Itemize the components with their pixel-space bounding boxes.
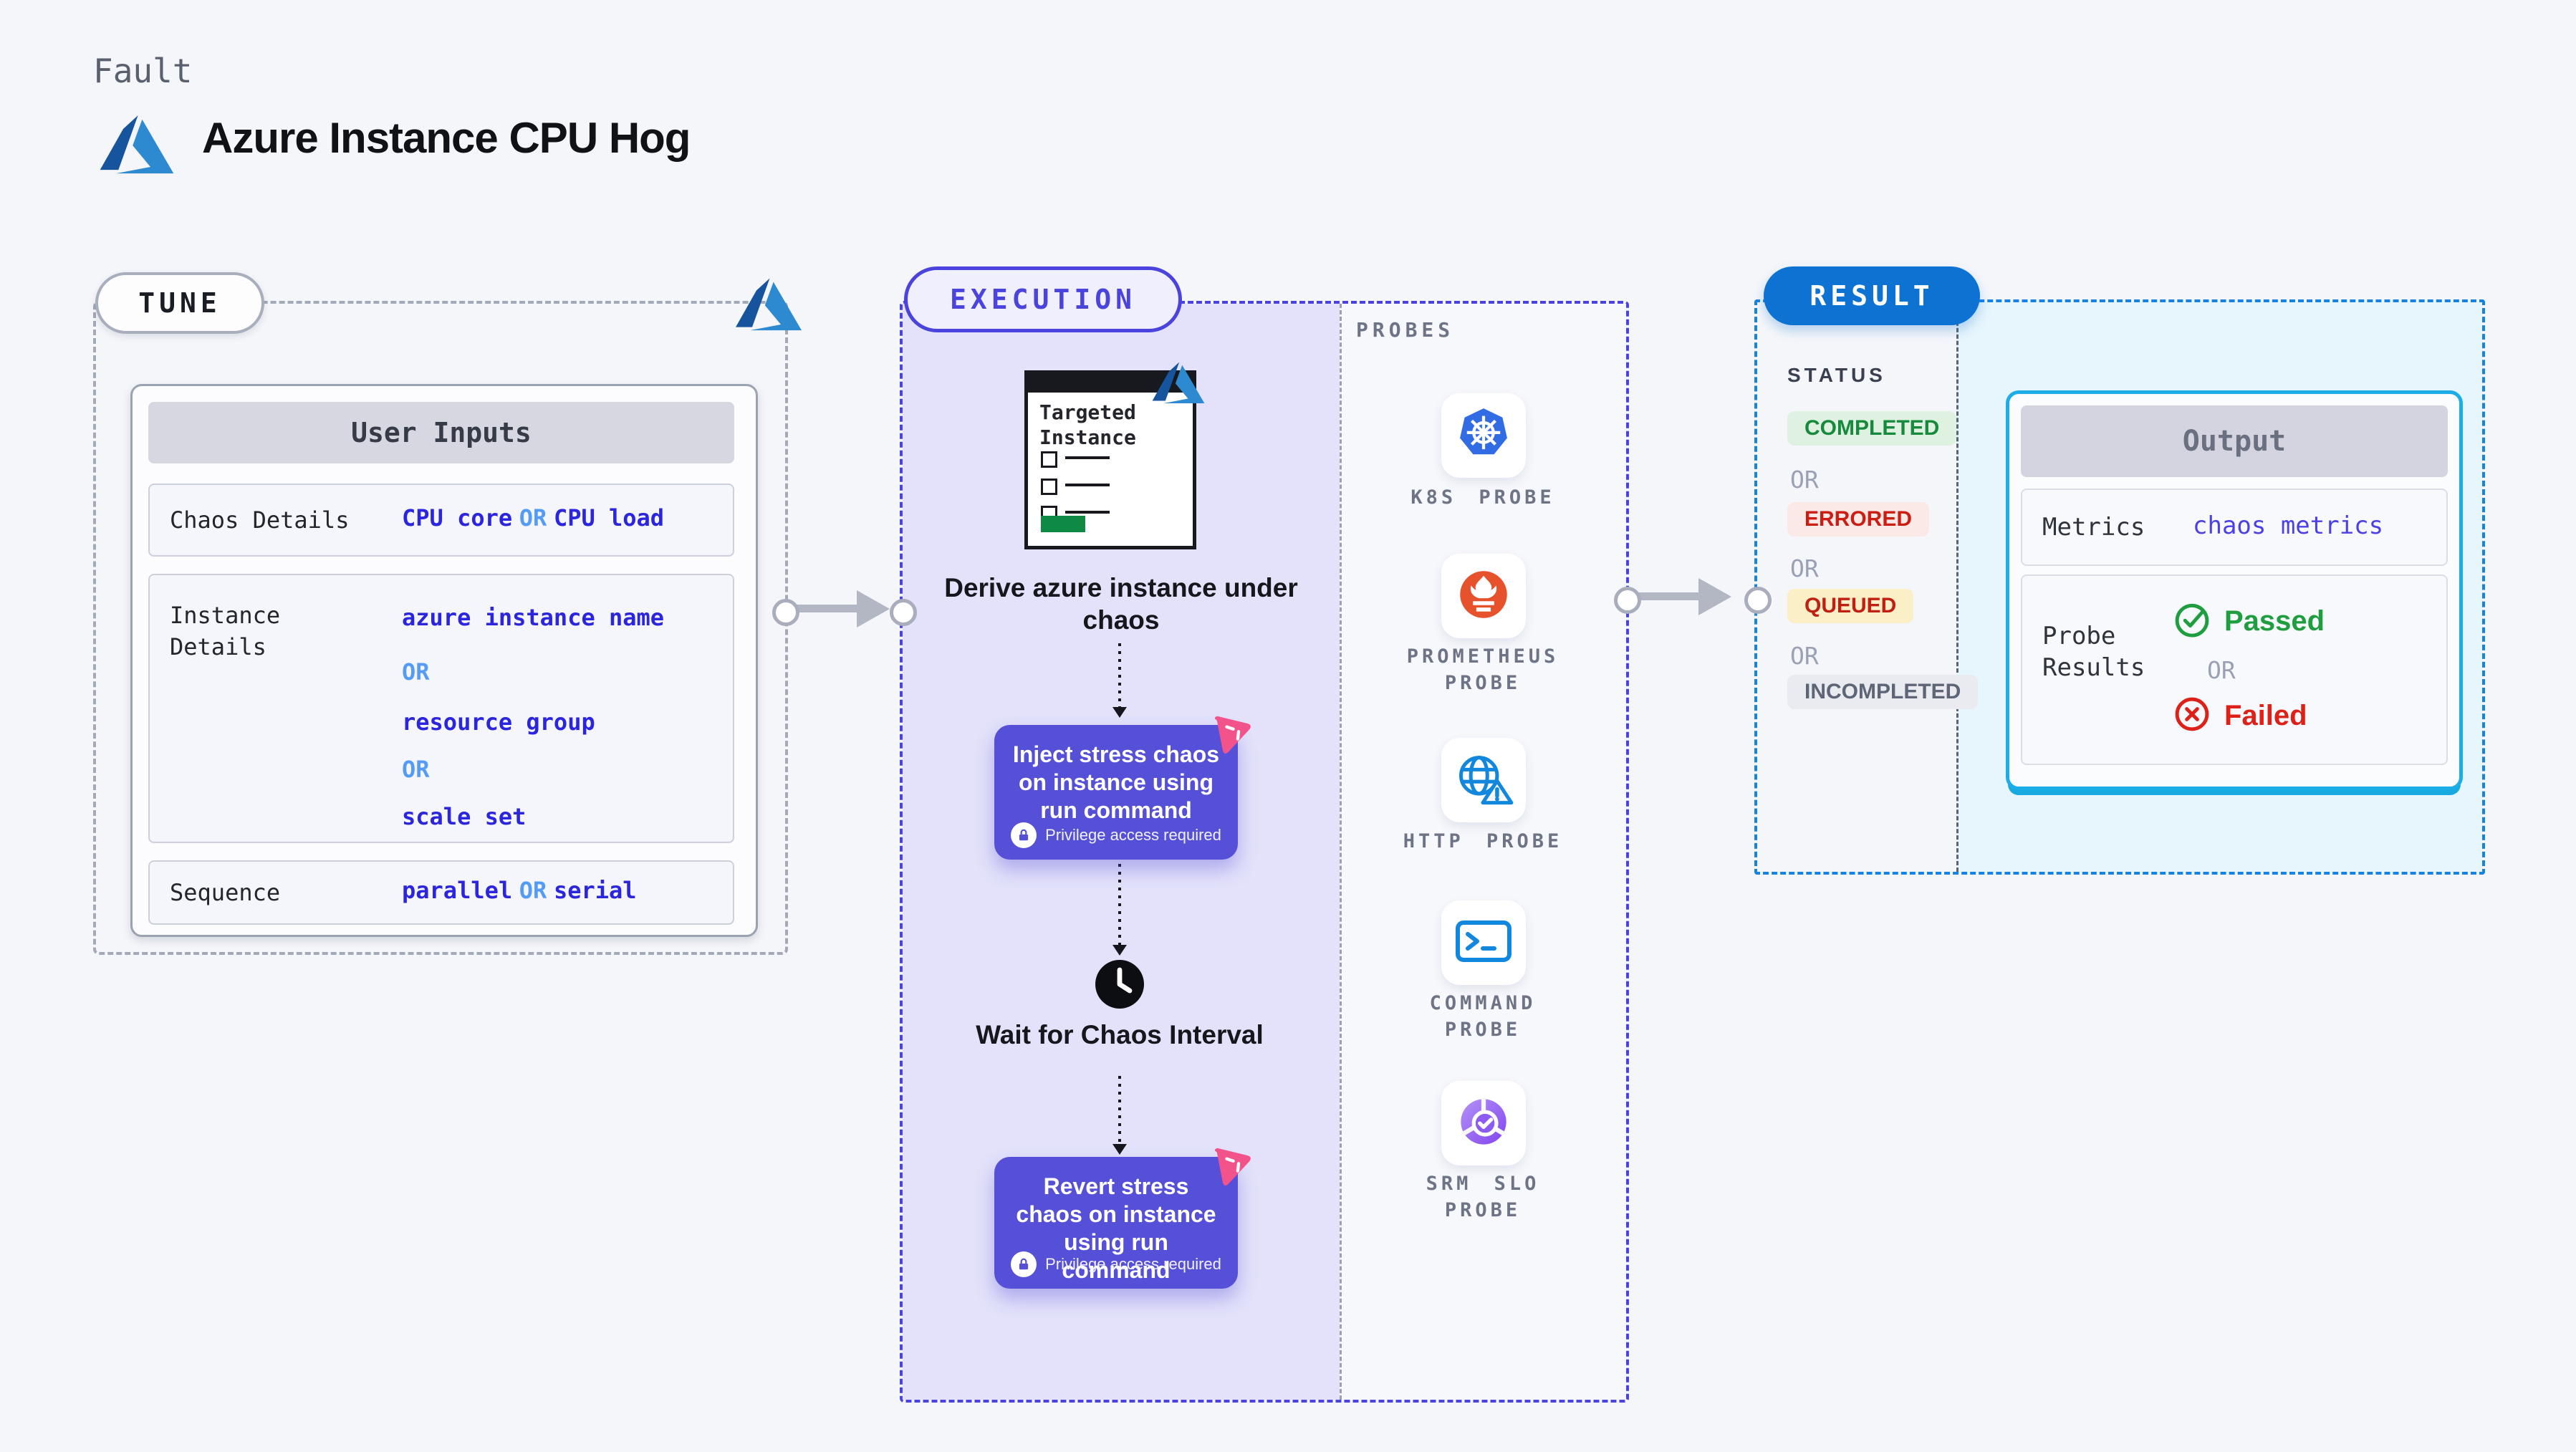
connector-arrowhead-icon [857,590,890,628]
probe-card [1441,738,1526,822]
kubernetes-icon [1456,407,1511,465]
privilege-row: Privilege access required [994,822,1238,848]
wait-step-caption: Wait for Chaos Interval [976,1020,1264,1049]
flow-arrow-down-icon [1112,864,1127,956]
list-line [1065,484,1110,486]
probe-label: COMMAND PROBE [1429,992,1537,1041]
flow-arrow-down-icon [1112,1076,1127,1155]
flow-arrow-down-icon [1112,643,1127,718]
user-inputs-title: User Inputs [148,402,734,463]
connector-ring [890,599,917,626]
user-inputs-card: User Inputs Chaos Details CPU core OR CP… [130,384,758,937]
instance-value-name: azure instance name [402,604,665,631]
connector-shaft [791,605,860,612]
metrics-label: Metrics [2042,513,2145,542]
status-badge-completed: COMPLETED [1787,411,1957,446]
chaos-details-value: CPU core OR CPU load [402,504,665,532]
probe-label: K8S PROBE [1410,486,1555,509]
status-or: OR [1790,642,1819,670]
status-heading: STATUS [1787,364,1886,386]
fault-eyebrow: Fault [93,52,193,90]
probes-heading: PROBES [1356,318,1455,342]
targeted-instance-title: Targeted Instance [1039,400,1136,449]
sequence-value: parallel OR serial [402,877,637,904]
x-circle-icon [2173,695,2211,737]
http-globe-icon [1453,751,1514,809]
privilege-label: Privilege access required [1045,826,1221,844]
lock-icon [1011,822,1037,848]
metrics-value: chaos metrics [2193,511,2384,540]
status-badge-errored: ERRORED [1787,502,1930,537]
instance-value-scale-set: scale set [402,803,527,830]
derive-step-caption: Derive azure instance under chaos [944,573,1298,635]
probe-result-or: OR [2207,656,2236,684]
instance-or-2: OR [402,756,430,783]
connector-arrowhead-icon [1698,578,1731,615]
instance-or-1: OR [402,658,430,686]
check-circle-icon [2173,600,2211,643]
connector-ring [1744,587,1772,614]
probe-results-row: Probe Results Passed OR F [2021,574,2448,765]
probe-card [1441,393,1526,478]
execution-section-pill: EXECUTION [904,266,1182,332]
privilege-row: Privilege access required [994,1251,1238,1277]
azure-logo-icon [1150,360,1206,408]
probe-card [1441,554,1526,638]
azure-logo-icon [97,112,176,181]
sequence-row: Sequence parallel OR serial [148,860,734,925]
tune-section-pill: TUNE [95,272,264,334]
progress-bar [1041,516,1085,532]
chaos-spark-icon [1205,1137,1261,1193]
metrics-row: Metrics chaos metrics [2021,489,2448,566]
prometheus-icon [1456,567,1511,625]
slo-donut-icon [1456,1095,1511,1153]
chaos-details-label: Chaos Details [170,506,350,534]
inject-step-label: Inject stress chaos on instance using ru… [1012,741,1220,823]
chaos-spark-icon [1205,705,1261,761]
connector-ring [772,599,799,626]
terminal-icon [1455,918,1512,968]
probes-panel [1340,304,1626,1400]
revert-chaos-step: Revert stress chaos on instance using ru… [994,1148,1251,1289]
passed-label: Passed [2224,605,2325,637]
tune-section-box [93,301,788,955]
probe-card [1441,900,1526,985]
lock-icon [1011,1251,1037,1277]
privilege-label: Privilege access required [1045,1255,1221,1273]
checkbox-icon [1041,451,1057,468]
connector-ring [1614,587,1641,614]
clock-icon [1094,958,1145,1010]
instance-value-resource-group: resource group [402,708,595,736]
result-section-pill: RESULT [1764,266,1980,325]
sequence-label: Sequence [170,879,281,906]
instance-details-label: Instance Details [170,602,281,660]
azure-logo-icon [734,275,804,337]
status-badge-queued: QUEUED [1787,589,1914,623]
passed-line: Passed [2173,600,2325,643]
inject-chaos-step: Inject stress chaos on instance using ru… [994,716,1251,860]
probe-label: HTTP PROBE [1403,830,1563,852]
checkbox-icon [1041,479,1057,495]
targeted-instance-card: Targeted Instance [1024,370,1196,549]
revert-step-label: Revert stress chaos on instance using ru… [1016,1173,1216,1283]
connector-shaft [1633,592,1701,600]
probe-label: PROMETHEUS PROBE [1406,645,1559,694]
probe-label: SRM SLO PROBE [1426,1173,1540,1221]
instance-details-row: Instance Details azure instance name OR … [148,574,734,843]
list-line [1065,456,1110,459]
status-or: OR [1790,466,1819,494]
status-badge-incompleted: INCOMPLETED [1787,675,1979,709]
failed-label: Failed [2224,700,2307,731]
failed-line: Failed [2173,695,2307,737]
page-title: Azure Instance CPU Hog [202,114,691,162]
output-title: Output [2021,405,2448,477]
list-line [1065,511,1110,514]
chaos-details-row: Chaos Details CPU core OR CPU load [148,484,734,557]
probe-card [1441,1081,1526,1165]
probe-results-label: Probe Results [2042,622,2145,682]
output-card: Output Metrics chaos metrics Probe Resul… [2006,390,2463,790]
status-or: OR [1790,554,1819,582]
